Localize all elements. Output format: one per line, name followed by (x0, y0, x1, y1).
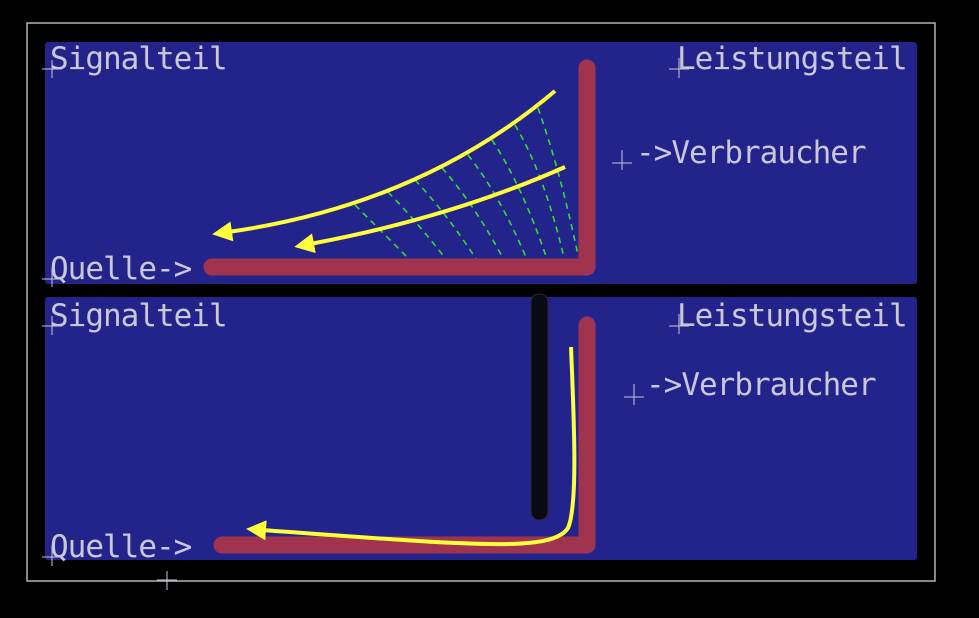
ground-plane-bottom (45, 297, 917, 560)
power-label-top: Leistungsteil (677, 41, 907, 77)
panel-bottom: Signalteil Leistungsteil ->Verbraucher Q… (42, 293, 917, 566)
trace-bottom (213, 316, 596, 554)
origin-markers-top (42, 58, 689, 287)
power-label-bottom: Leistungsteil (677, 298, 907, 334)
return-current-arrow (246, 346, 577, 547)
panel-top: Signalteil Leistungsteil ->Verbraucher Q… (42, 41, 917, 287)
signal-label-top: Signalteil (50, 41, 227, 77)
trace-top (203, 59, 596, 276)
origin-markers-bottom (42, 314, 689, 566)
source-label-bottom: Quelle-> (50, 529, 192, 565)
ground-plane-top (45, 42, 917, 284)
signal-label-bottom: Signalteil (50, 298, 227, 334)
ground-slot (530, 293, 549, 521)
current-arrow-outer (212, 89, 557, 242)
board-origin-marker (157, 571, 177, 590)
load-label-top: ->Verbraucher (636, 135, 866, 171)
source-label-top: Quelle-> (50, 251, 192, 287)
field-lines (354, 107, 579, 263)
load-label-bottom: ->Verbraucher (646, 367, 876, 403)
current-arrow-inner (294, 165, 566, 254)
board-outline (26, 22, 936, 582)
